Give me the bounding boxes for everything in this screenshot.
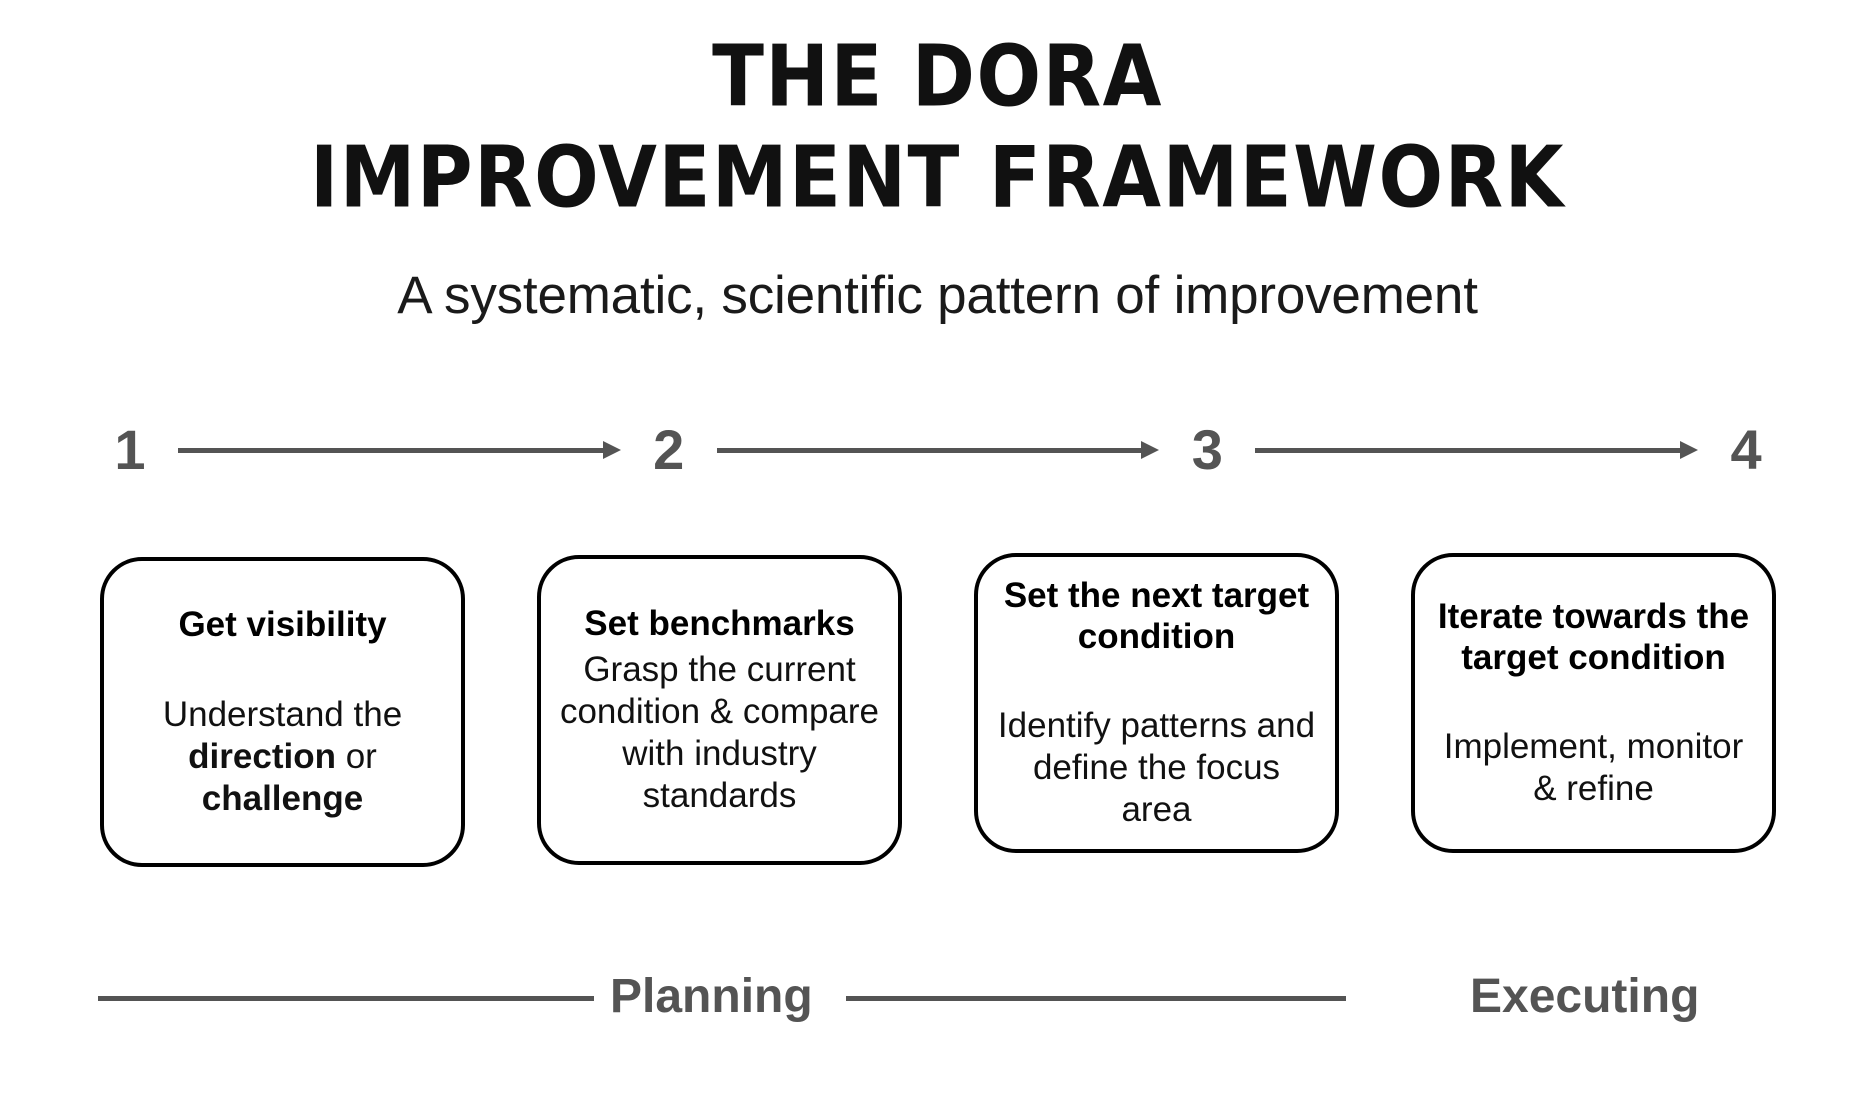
step-cards-row: Get visibility Understand the direction … xyxy=(100,553,1776,915)
body-text-prefix: Understand the xyxy=(162,694,403,734)
page-title-line-1: THE DORA xyxy=(712,26,1163,126)
step-number-row: 1 2 3 4 xyxy=(100,415,1776,485)
step-card-2-title: Set benchmarks xyxy=(584,604,855,644)
phase-label-executing: Executing xyxy=(1470,970,1700,1023)
step-number-1: 1 xyxy=(114,418,146,481)
phase-label-planning: Planning xyxy=(610,970,813,1023)
arrow-line xyxy=(1255,447,1685,453)
arrow-head-icon xyxy=(1680,441,1699,459)
step-card-4[interactable]: Iterate towards the target condition Imp… xyxy=(1411,553,1776,853)
step-card-1-body: Understand the direction or challenge xyxy=(122,694,443,820)
step-card-4-title: Iterate towards the target condition xyxy=(1437,596,1750,677)
page-title: THE DORA IMPROVEMENT FRAMEWORK xyxy=(188,26,1688,227)
step-card-2[interactable]: Set benchmarks Grasp the current conditi… xyxy=(537,555,902,865)
body-text-mid: or xyxy=(335,736,377,776)
body-text-bold-challenge: challenge xyxy=(201,778,364,818)
step-card-3-body: Identify patterns and define the focus a… xyxy=(997,706,1316,830)
phase-divider-line-right xyxy=(846,996,1346,1001)
arrow-line xyxy=(178,447,607,453)
step-card-3-title: Set the next target condition xyxy=(1003,575,1310,656)
header: THE DORA IMPROVEMENT FRAMEWORK A systema… xyxy=(0,0,1875,326)
step-number-3: 3 xyxy=(1191,418,1223,481)
body-text-bold-direction: direction xyxy=(188,736,336,776)
page-title-line-2: IMPROVEMENT FRAMEWORK xyxy=(309,126,1566,227)
arrow-2-to-3 xyxy=(716,438,1160,462)
phase-footer: Planning Executing xyxy=(0,968,1875,1038)
step-card-3[interactable]: Set the next target condition Identify p… xyxy=(974,553,1339,853)
arrow-3-to-4 xyxy=(1255,438,1699,462)
arrow-head-icon xyxy=(602,441,621,459)
phase-divider-line-left xyxy=(98,996,594,1001)
page-subtitle: A systematic, scientific pattern of impr… xyxy=(397,266,1478,326)
arrow-line xyxy=(716,447,1146,453)
step-card-1-title: Get visibility xyxy=(178,605,387,645)
step-number-2: 2 xyxy=(653,418,685,481)
step-number-4: 4 xyxy=(1730,418,1762,481)
arrow-1-to-2 xyxy=(178,438,621,462)
arrow-head-icon xyxy=(1141,441,1160,459)
step-card-4-body: Implement, monitor & refine xyxy=(1443,727,1744,809)
step-card-1[interactable]: Get visibility Understand the direction … xyxy=(100,557,465,867)
step-card-2-body: Grasp the current condition & compare wi… xyxy=(559,649,880,815)
